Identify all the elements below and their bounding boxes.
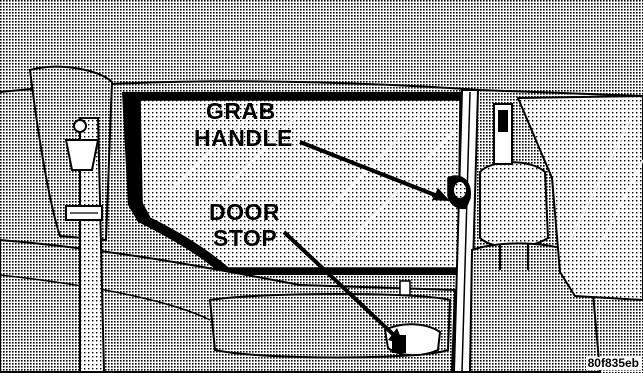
door-stop-label-line2: STOP [213,225,278,251]
belt-anchor [73,119,87,133]
front-window [516,94,643,302]
door-lock [399,280,411,296]
grab-handle-arrowhead [432,188,450,201]
door-armrest [208,293,452,359]
door-panel [0,238,457,373]
seat-belt [79,117,106,373]
door-stop-arrowhead [388,328,404,345]
door-stop-leader [282,230,398,339]
front-headrest [479,161,550,248]
grab-handle-label-line2: HANDLE [194,125,293,151]
figure-code: 80f835eb [585,356,641,370]
glass-reflections [169,104,456,263]
door-stop-label-line1: DOOR [209,199,280,225]
grab-handle-leader [299,140,441,199]
grab-handle-label-line1: GRAB [206,98,276,124]
